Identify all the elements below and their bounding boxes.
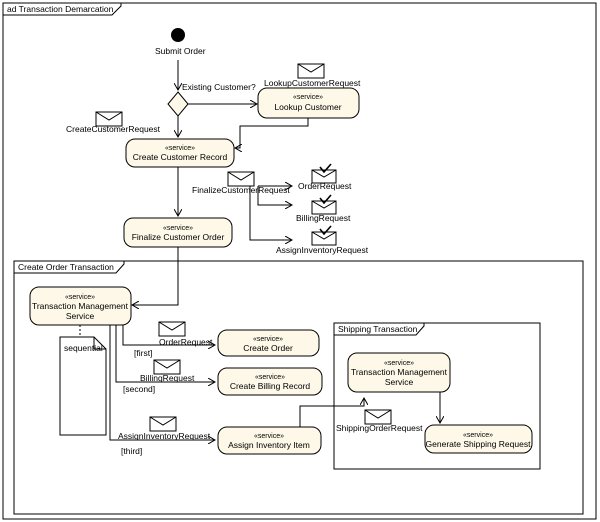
- billing-request-top-label: BillingRequest: [296, 213, 351, 223]
- action-finalize-customer-order[interactable]: «service» Finalize Customer Order: [123, 217, 233, 248]
- action-create-billing-record[interactable]: «service» Create Billing Record: [217, 367, 323, 396]
- flow-finalize-tms: [132, 247, 179, 305]
- svg-text:«service»: «service»: [254, 433, 284, 440]
- billing-request-label: BillingRequest: [140, 373, 195, 383]
- finalize-request-envelope-icon: [227, 171, 255, 187]
- guard-third: [third]: [121, 446, 142, 456]
- flow-tms-assign: [109, 325, 215, 440]
- assign-request-top-label: AssignInventoryRequest: [276, 245, 369, 255]
- initial-node: [171, 28, 185, 42]
- svg-text:«service»: «service»: [293, 94, 323, 101]
- finalize-request-label: FinalizeCustomerRequest: [192, 185, 290, 195]
- action-generate-shipping-request[interactable]: «service» Generate Shipping Request: [424, 424, 533, 454]
- lookup-request-envelope-icon: [297, 63, 325, 79]
- guard-second: [second]: [123, 384, 155, 394]
- shipping-request-label: ShippingOrderRequest: [336, 423, 423, 433]
- assign-request-label: AssignInventoryRequest: [118, 431, 211, 441]
- action-lookup-customer[interactable]: «service» Lookup Customer: [257, 87, 360, 119]
- svg-text:«service»: «service»: [65, 294, 95, 301]
- guard-first: [first]: [134, 348, 152, 358]
- billing-request-check-icon: [311, 194, 337, 215]
- svg-text:sequential: sequential: [64, 343, 103, 353]
- svg-text:«service»: «service»: [463, 432, 493, 439]
- order-request-label: OrderRequest: [159, 337, 213, 347]
- svg-text:Create Customer Record: Create Customer Record: [133, 152, 228, 162]
- svg-text:Service: Service: [385, 377, 414, 387]
- flow-to-billing-request: [257, 186, 292, 205]
- assign-request-envelope-icon: [149, 416, 177, 432]
- start-label: Submit Order: [155, 46, 206, 56]
- create-request-label: CreateCustomerRequest: [66, 124, 161, 134]
- svg-text:«service»: «service»: [163, 225, 193, 232]
- region-shipping-transaction: Shipping Transaction: [333, 322, 541, 470]
- svg-text:Create Order: Create Order: [243, 343, 293, 353]
- action-create-customer-record[interactable]: «service» Create Customer Record: [125, 138, 235, 168]
- flow-lookup-create: [235, 118, 309, 148]
- svg-text:Transaction Management: Transaction Management: [351, 367, 448, 377]
- flow-tms-create-order: [122, 325, 215, 345]
- svg-text:Finalize Customer Order: Finalize Customer Order: [132, 232, 225, 242]
- svg-text:«service»: «service»: [253, 336, 283, 343]
- svg-text:Assign Inventory Item: Assign Inventory Item: [228, 440, 310, 450]
- shipping-request-envelope-icon: [364, 409, 392, 425]
- action-transaction-management-service-1[interactable]: «service» Transaction Management Service: [29, 286, 132, 326]
- svg-text:Service: Service: [66, 311, 95, 321]
- svg-text:«service»: «service»: [165, 145, 195, 152]
- svg-text:Transaction Management: Transaction Management: [32, 301, 129, 311]
- billing-request-envelope-icon: [153, 359, 181, 375]
- svg-text:Create Order Transaction: Create Order Transaction: [18, 262, 114, 272]
- note-sequential: sequential: [59, 336, 107, 436]
- flow-tms-create-billing: [115, 325, 215, 382]
- flow-assign-tms2: [299, 398, 364, 427]
- action-create-order[interactable]: «service» Create Order: [217, 329, 320, 357]
- flow-to-assign-request: [249, 186, 292, 240]
- decision-guard: Existing Customer?: [182, 82, 256, 92]
- svg-text:Create Billing Record: Create Billing Record: [230, 381, 311, 391]
- svg-text:Generate Shipping Request: Generate Shipping Request: [426, 439, 532, 449]
- lookup-request-label: LookupCustomerRequest: [264, 78, 361, 88]
- region-create-order-transaction: Create Order Transaction: [13, 260, 584, 515]
- svg-text:Shipping Transaction: Shipping Transaction: [338, 324, 418, 334]
- action-assign-inventory-item[interactable]: «service» Assign Inventory Item: [217, 426, 322, 455]
- order-request-top-label: OrderRequest: [298, 181, 352, 191]
- svg-text:«service»: «service»: [255, 374, 285, 381]
- decision-node[interactable]: [167, 91, 189, 117]
- assign-request-check-icon: [311, 225, 337, 246]
- action-transaction-management-service-2[interactable]: «service» Transaction Management Service: [347, 352, 451, 393]
- svg-text:Lookup Customer: Lookup Customer: [274, 102, 341, 112]
- frame-title: ad Transaction Demarcation: [7, 4, 114, 14]
- svg-text:«service»: «service»: [384, 360, 414, 367]
- order-request-envelope-icon: [158, 321, 186, 337]
